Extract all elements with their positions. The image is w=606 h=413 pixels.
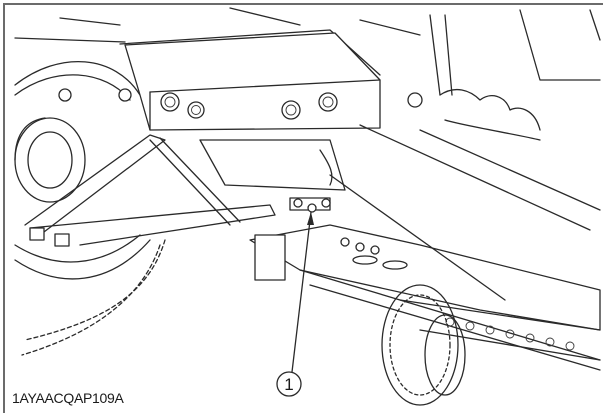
callout-1: 1 [276,211,314,397]
drive-chain [21,239,166,356]
center-bracket [124,32,381,131]
callout-number: 1 [284,375,293,394]
skid-plate [249,124,601,371]
perforated-rail [399,299,601,361]
figure-frame [3,3,603,413]
lower-bracket [199,139,346,213]
figure-caption-id: 1AYAACQAP109A [12,390,124,406]
knobby-tire [381,284,466,406]
upper-frame [14,7,601,96]
suspension-a-arm [24,88,276,247]
cv-boot [407,88,541,141]
